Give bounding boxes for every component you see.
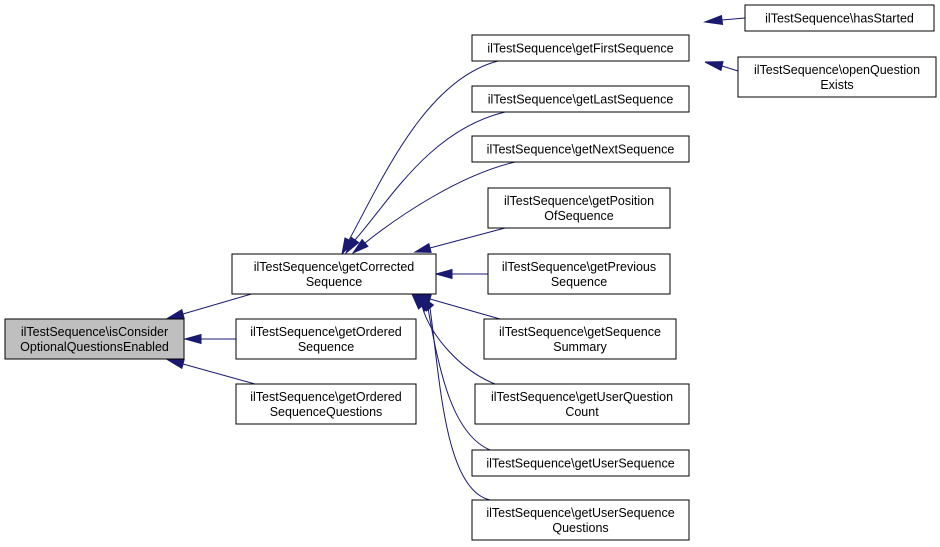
call-edge — [417, 293, 491, 501]
edge-line — [354, 111, 506, 241]
node-label: ilTestSequence\hasStarted — [765, 12, 914, 26]
node-box — [231, 253, 437, 295]
node-label: Exists — [820, 78, 853, 92]
node-label: ilTestSequence\getOrdered — [250, 325, 402, 339]
edge-line — [721, 17, 746, 21]
call-edge — [351, 161, 516, 255]
node-box — [487, 187, 671, 229]
node-label: OptionalQuestionsEnabled — [20, 340, 169, 354]
node-box — [474, 383, 690, 425]
node-getUserSequence[interactable]: ilTestSequence\getUserSequence — [471, 449, 690, 477]
node-box — [471, 449, 690, 477]
node-hasStarted[interactable]: ilTestSequence\hasStarted — [744, 4, 935, 32]
call-edge — [434, 268, 488, 280]
call-edge — [166, 292, 256, 319]
call-edge — [166, 359, 256, 385]
node-getNextSequence[interactable]: ilTestSequence\getNextSequence — [471, 135, 690, 163]
call-edge — [704, 61, 739, 72]
edge-arrowhead — [704, 61, 724, 72]
call-edge — [413, 227, 506, 253]
node-box — [235, 318, 417, 360]
edge-line — [429, 227, 506, 249]
node-label: ilTestSequence\getUserSequence — [486, 457, 674, 471]
call-edge — [183, 333, 236, 345]
edge-line — [421, 305, 496, 385]
edge-arrowhead — [166, 308, 185, 319]
node-box — [487, 253, 671, 295]
edge-arrowhead — [344, 236, 360, 255]
edge-line — [182, 292, 256, 315]
node-box — [4, 318, 185, 360]
call-edge — [344, 111, 506, 255]
node-box — [471, 34, 690, 62]
node-label: ilTestSequence\getPosition — [504, 194, 654, 208]
node-getLastSequence[interactable]: ilTestSequence\getLastSequence — [471, 85, 690, 113]
node-label: ilTestSequence\getUserQuestion — [491, 390, 673, 404]
node-box — [471, 135, 690, 163]
edge-line — [427, 307, 491, 451]
node-label: ilTestSequence\getCorrected — [254, 260, 415, 274]
node-label: OfSequence — [544, 209, 614, 223]
edge-arrowhead — [183, 333, 202, 345]
edge-arrowhead — [417, 293, 435, 312]
node-box — [737, 56, 937, 98]
node-label: Sequence — [551, 275, 607, 289]
call-edge — [703, 14, 746, 26]
node-label: Summary — [553, 340, 607, 354]
node-label: ilTestSequence\openQuestion — [754, 63, 920, 77]
node-getOrderedSequenceQuestions[interactable]: ilTestSequence\getOrderedSequenceQuestio… — [235, 383, 417, 425]
node-label: ilTestSequence\getSequence — [499, 325, 661, 339]
edge-arrowhead — [166, 359, 185, 370]
node-box — [744, 4, 935, 32]
node-label: ilTestSequence\getNextSequence — [487, 143, 675, 157]
node-box — [471, 85, 690, 113]
edge-line — [348, 60, 499, 241]
node-label: ilTestSequence\isConsider — [21, 325, 168, 339]
node-label: ilTestSequence\getUserSequence — [486, 506, 674, 520]
node-label: Sequence — [306, 275, 362, 289]
node-label: Sequence — [298, 340, 354, 354]
edges-layer — [166, 14, 746, 501]
node-box — [235, 383, 417, 425]
node-label: SequenceQuestions — [270, 405, 383, 419]
edge-line — [182, 363, 256, 385]
node-root[interactable]: ilTestSequence\isConsiderOptionalQuestio… — [4, 318, 185, 360]
edge-line — [429, 307, 491, 501]
node-getFirstSequence[interactable]: ilTestSequence\getFirstSequence — [471, 34, 690, 62]
edge-line — [429, 298, 501, 320]
edge-line — [721, 65, 739, 72]
nodes-layer: ilTestSequence\isConsiderOptionalQuestio… — [4, 4, 937, 541]
node-box — [483, 318, 677, 360]
edge-arrowhead — [413, 242, 432, 253]
node-label: Questions — [552, 521, 608, 535]
edge-arrowhead — [434, 268, 453, 280]
node-label: ilTestSequence\getPrevious — [502, 260, 656, 274]
node-label: ilTestSequence\getLastSequence — [488, 93, 674, 107]
edge-arrowhead — [351, 238, 369, 255]
node-label: ilTestSequence\getFirstSequence — [487, 42, 673, 56]
edge-line — [364, 161, 516, 244]
node-label: ilTestSequence\getOrdered — [250, 390, 402, 404]
node-box — [471, 499, 690, 541]
edge-arrowhead — [703, 14, 724, 26]
node-label: Count — [565, 405, 599, 419]
